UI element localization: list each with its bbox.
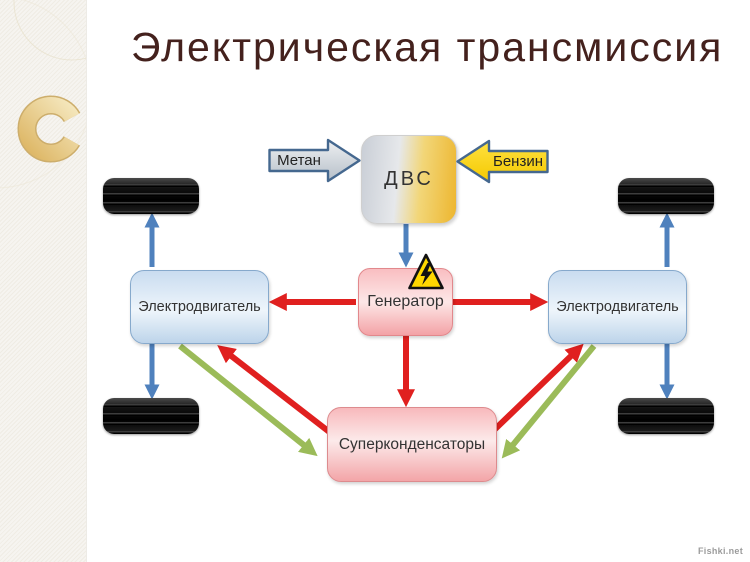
high-voltage-icon [408, 253, 444, 290]
supercaps-to-motor-right-arrow [487, 343, 584, 437]
supercaps-label: Суперконденсаторы [338, 435, 486, 453]
watermark: Fishki.net [697, 546, 743, 556]
wheel-front-right [618, 178, 714, 214]
generator-label: Генератор [367, 293, 444, 310]
slide-title: Электрическая трансмиссия [131, 24, 724, 70]
side-decoration [0, 0, 131, 562]
methane-arrow-shape [268, 138, 361, 183]
methane-input-arrow: Метан [268, 138, 362, 183]
motor-right-to-supercaps-arrow [501, 344, 597, 459]
petrol-arrow-shape [456, 139, 549, 184]
wheel-front-left [103, 178, 199, 214]
methane-label: Метан [277, 152, 321, 169]
petrol-input-arrow: Бензин [455, 138, 549, 185]
wheel-rear-right [618, 398, 714, 434]
motor-right-node: Электродвигатель [548, 270, 687, 344]
motor-left-label: Электродвигатель [138, 299, 261, 315]
engine-node: ДВС [361, 135, 457, 224]
motor-left-to-supercaps-arrow [178, 343, 318, 457]
motor-right-label: Электродвигатель [556, 299, 679, 315]
gold-ring [19, 97, 83, 161]
supercaps-node: Суперконденсаторы [327, 407, 497, 482]
motor-left-node: Электродвигатель [130, 270, 269, 344]
supercaps-to-motor-left-arrow [217, 345, 334, 437]
wheel-rear-left [103, 398, 199, 434]
engine-label: ДВС [384, 168, 434, 190]
petrol-label: Бензин [492, 153, 543, 170]
